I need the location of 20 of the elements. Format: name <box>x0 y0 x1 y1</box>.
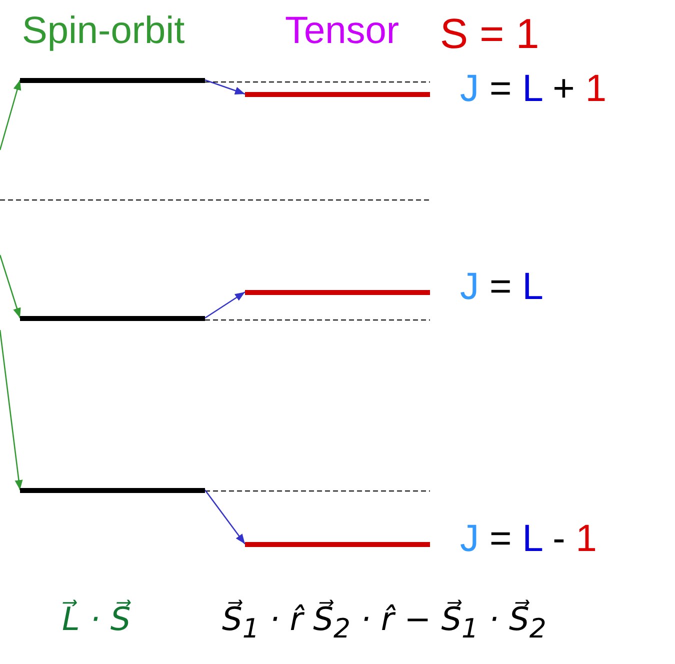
energy-level-bar <box>245 542 430 547</box>
arrow <box>204 291 246 319</box>
arrow <box>0 80 22 150</box>
arrow <box>0 330 23 490</box>
formula: L⃗ · S⃗ <box>62 600 131 638</box>
heading: Spin-orbit <box>22 10 185 53</box>
level-label: J = L <box>460 266 544 309</box>
energy-level-bar <box>20 488 205 493</box>
energy-level-bar <box>20 316 205 321</box>
energy-level-bar <box>20 78 205 83</box>
heading: S = 1 <box>440 10 540 58</box>
heading: Tensor <box>285 10 400 53</box>
arrow <box>0 254 21 318</box>
formula: S⃗$_{1}$ · r̂ S⃗$_{2}$ · r̂ − S⃗$_{1}$ · S⃗$_{2}$ <box>222 600 546 644</box>
arrow <box>204 79 246 95</box>
level-label: J = L + 1 <box>460 68 606 111</box>
level-label: J = L - 1 <box>460 518 597 561</box>
energy-level-bar <box>245 92 430 97</box>
arrow <box>204 490 246 544</box>
energy-level-bar <box>245 290 430 295</box>
